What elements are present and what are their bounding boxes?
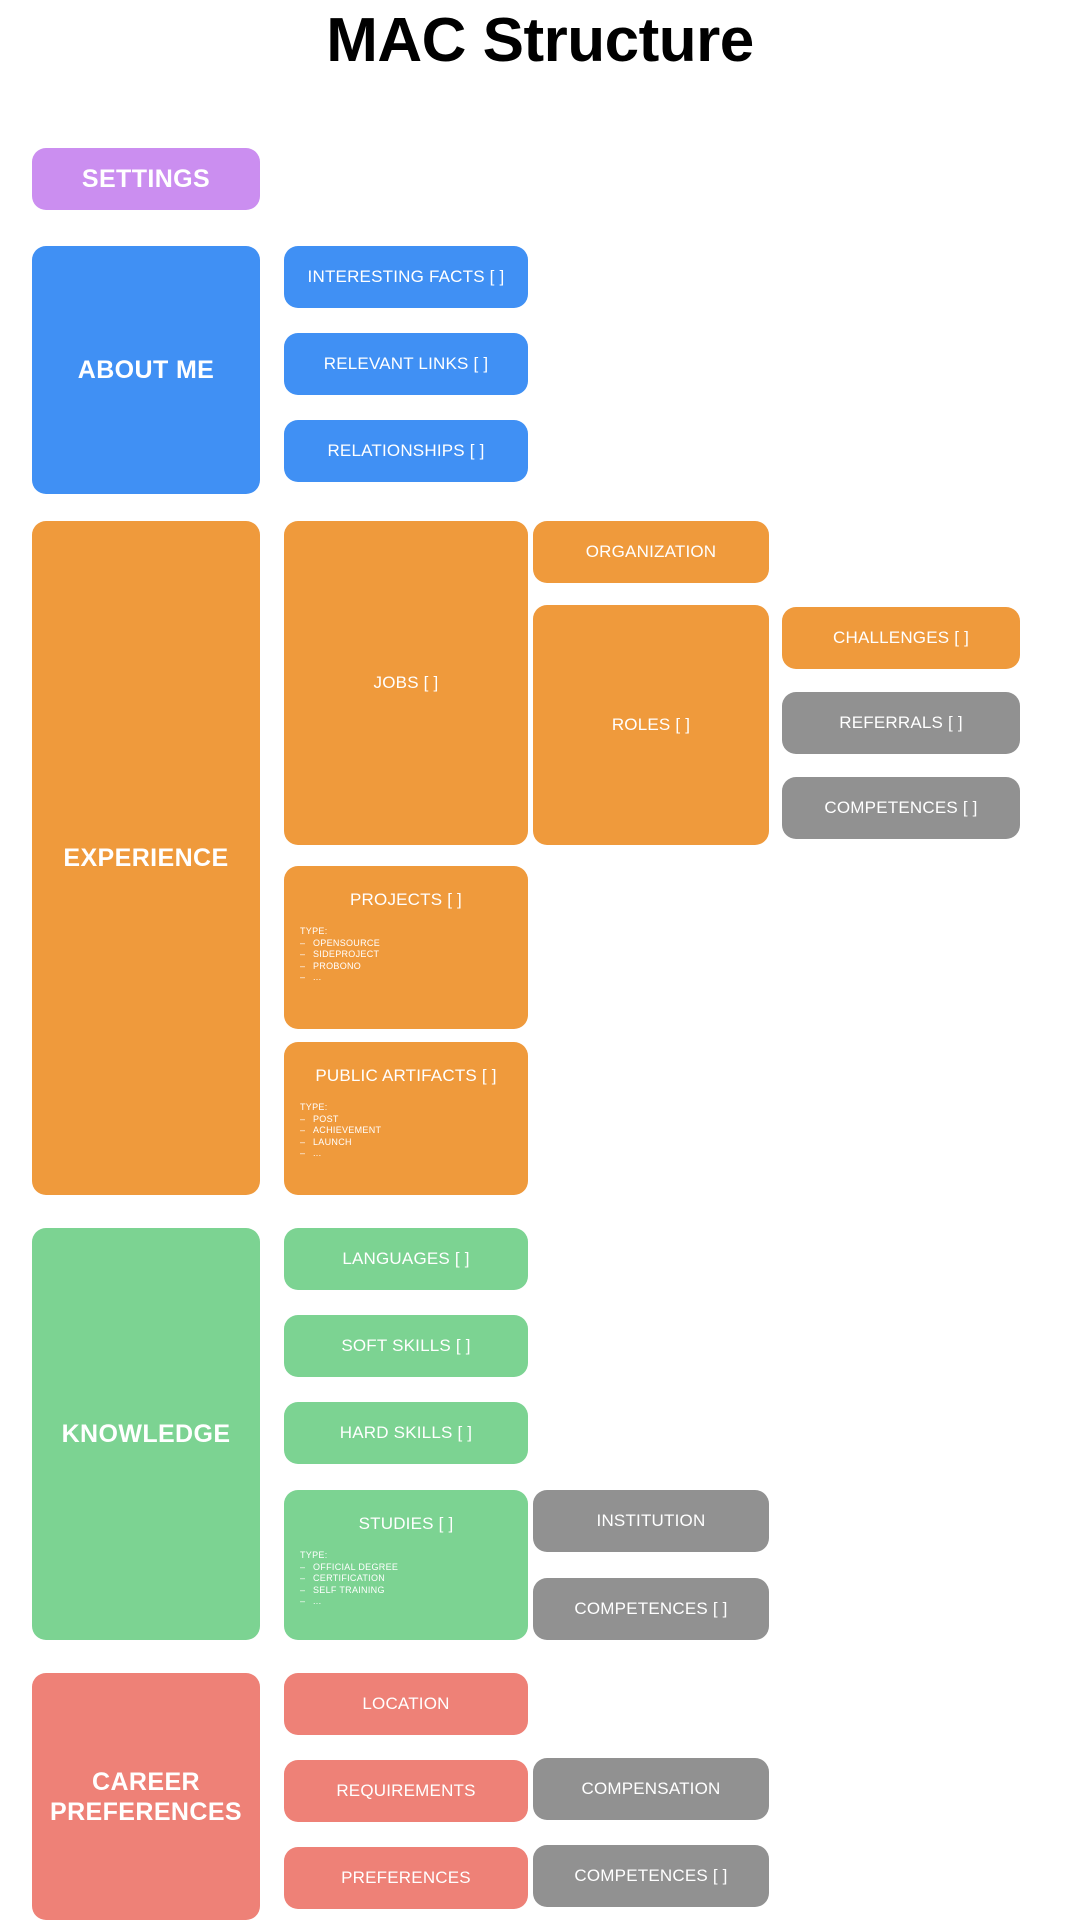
- institution-card[interactable]: INSTITUTION: [533, 1490, 769, 1552]
- relevant-links-card[interactable]: RELEVANT LINKS [ ]: [284, 333, 528, 395]
- experience-label: EXPERIENCE: [63, 844, 229, 872]
- referrals-label: REFERRALS [ ]: [839, 713, 963, 732]
- public-artifacts-card[interactable]: PUBLIC ARTIFACTS [ ] TYPE: –POST –ACHIEV…: [284, 1042, 528, 1195]
- referrals-card[interactable]: REFERRALS [ ]: [782, 692, 1020, 754]
- knowledge-card[interactable]: KNOWLEDGE: [32, 1228, 260, 1640]
- career-preferences-label: CAREER PREFERENCES: [50, 1767, 242, 1826]
- studies-card[interactable]: STUDIES [ ] TYPE: –OFFICIAL DEGREE –CERT…: [284, 1490, 528, 1640]
- studies-label: STUDIES [ ]: [358, 1514, 454, 1533]
- roles-label: ROLES [ ]: [611, 715, 691, 734]
- jobs-label: JOBS [ ]: [373, 673, 439, 692]
- settings-card[interactable]: SETTINGS: [32, 148, 260, 210]
- institution-label: INSTITUTION: [596, 1511, 706, 1530]
- public-artifacts-type-1: ACHIEVEMENT: [313, 1125, 382, 1135]
- studies-type-0: OFFICIAL DEGREE: [313, 1561, 399, 1572]
- hard-skills-label: HARD SKILLS [ ]: [339, 1423, 473, 1442]
- knowledge-competences-card[interactable]: COMPETENCES [ ]: [533, 1578, 769, 1640]
- projects-card[interactable]: PROJECTS [ ] TYPE: –OPENSOURCE –SIDEPROJ…: [284, 866, 528, 1029]
- projects-label: PROJECTS [ ]: [350, 890, 462, 909]
- soft-skills-label: SOFT SKILLS [ ]: [341, 1336, 471, 1355]
- experience-competences-label: COMPETENCES [ ]: [824, 798, 978, 817]
- knowledge-label: KNOWLEDGE: [61, 1420, 231, 1448]
- studies-type-2: SELF TRAINING: [313, 1584, 385, 1595]
- studies-type-list: TYPE: –OFFICIAL DEGREE –CERTIFICATION –S…: [284, 1550, 528, 1608]
- location-card[interactable]: LOCATION: [284, 1673, 528, 1735]
- career-preferences-card[interactable]: CAREER PREFERENCES: [32, 1673, 260, 1920]
- settings-label: SETTINGS: [81, 164, 211, 193]
- languages-card[interactable]: LANGUAGES [ ]: [284, 1228, 528, 1290]
- location-label: LOCATION: [362, 1694, 450, 1713]
- about-me-label: ABOUT ME: [77, 356, 215, 384]
- public-artifacts-type-3: ...: [313, 1148, 322, 1158]
- projects-type-2: PROBONO: [313, 960, 362, 971]
- hard-skills-card[interactable]: HARD SKILLS [ ]: [284, 1402, 528, 1464]
- projects-type-1: SIDEPROJECT: [313, 949, 380, 959]
- page-title: MAC Structure: [326, 6, 754, 75]
- public-artifacts-type-list: TYPE: –POST –ACHIEVEMENT –LAUNCH –...: [284, 1102, 528, 1160]
- experience-competences-card[interactable]: COMPETENCES [ ]: [782, 777, 1020, 839]
- challenges-card[interactable]: CHALLENGES [ ]: [782, 607, 1020, 669]
- projects-type-list: TYPE: –OPENSOURCE –SIDEPROJECT –PROBONO …: [284, 926, 528, 984]
- compensation-label: COMPENSATION: [581, 1779, 721, 1798]
- requirements-label: REQUIREMENTS: [336, 1781, 476, 1800]
- public-artifacts-type-0: POST: [313, 1113, 339, 1124]
- relationships-label: RELATIONSHIPS [ ]: [327, 441, 485, 460]
- roles-card[interactable]: ROLES [ ]: [533, 605, 769, 845]
- relationships-card[interactable]: RELATIONSHIPS [ ]: [284, 420, 528, 482]
- about-me-card[interactable]: ABOUT ME: [32, 246, 260, 494]
- studies-type-head: TYPE:: [300, 1550, 328, 1560]
- soft-skills-card[interactable]: SOFT SKILLS [ ]: [284, 1315, 528, 1377]
- career-competences-label: COMPETENCES [ ]: [574, 1866, 728, 1885]
- interesting-facts-card[interactable]: INTERESTING FACTS [ ]: [284, 246, 528, 308]
- public-artifacts-type-2: LAUNCH: [313, 1136, 352, 1147]
- public-artifacts-label: PUBLIC ARTIFACTS [ ]: [315, 1066, 497, 1085]
- projects-type-0: OPENSOURCE: [313, 937, 381, 948]
- organization-label: ORGANIZATION: [585, 542, 717, 561]
- career-competences-card[interactable]: COMPETENCES [ ]: [533, 1845, 769, 1907]
- public-artifacts-type-head: TYPE:: [300, 1102, 328, 1112]
- compensation-card[interactable]: COMPENSATION: [533, 1758, 769, 1820]
- knowledge-competences-label: COMPETENCES [ ]: [574, 1599, 728, 1618]
- languages-label: LANGUAGES [ ]: [342, 1249, 470, 1268]
- preferences-card[interactable]: PREFERENCES: [284, 1847, 528, 1909]
- interesting-facts-label: INTERESTING FACTS [ ]: [307, 267, 505, 286]
- relevant-links-label: RELEVANT LINKS [ ]: [323, 354, 489, 373]
- organization-card[interactable]: ORGANIZATION: [533, 521, 769, 583]
- experience-card[interactable]: EXPERIENCE: [32, 521, 260, 1195]
- projects-type-head: TYPE:: [300, 926, 328, 936]
- jobs-card[interactable]: JOBS [ ]: [284, 521, 528, 845]
- studies-type-1: CERTIFICATION: [313, 1573, 386, 1583]
- challenges-label: CHALLENGES [ ]: [832, 628, 969, 647]
- studies-type-3: ...: [313, 1596, 322, 1606]
- requirements-card[interactable]: REQUIREMENTS: [284, 1760, 528, 1822]
- projects-type-3: ...: [313, 972, 322, 982]
- preferences-label: PREFERENCES: [341, 1868, 471, 1887]
